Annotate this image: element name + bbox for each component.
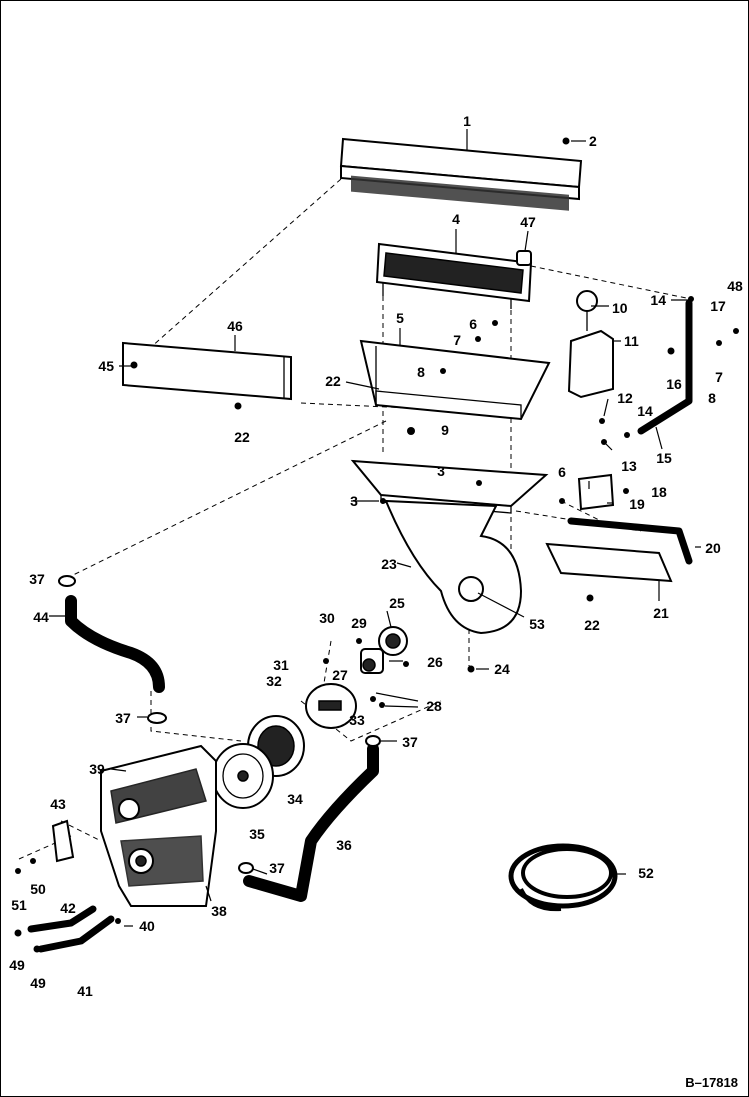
part-1-grille xyxy=(339,137,583,211)
callout-27: 27 xyxy=(332,667,348,683)
callout-30: 30 xyxy=(319,610,335,626)
hose-44 xyxy=(65,595,165,693)
callout-19: 19 xyxy=(629,496,645,512)
callout-14b: 14 xyxy=(637,403,653,419)
part-11-reservoir xyxy=(567,290,614,399)
part-23-blower-housing xyxy=(384,499,523,635)
callout-7: 7 xyxy=(453,332,461,348)
hose-36 xyxy=(243,743,379,902)
part-43-bracket xyxy=(51,819,75,863)
callout-37b: 37 xyxy=(115,710,131,726)
part-25-motor xyxy=(360,626,408,674)
callout-20: 20 xyxy=(705,540,721,556)
part-46-panel xyxy=(122,341,292,401)
part-52-hose-coil xyxy=(508,843,618,912)
callout-13: 13 xyxy=(621,458,637,474)
part-35-fan-wheel xyxy=(212,743,274,809)
callout-16: 16 xyxy=(666,376,682,392)
callout-38: 38 xyxy=(211,903,227,919)
callout-5: 5 xyxy=(396,310,404,326)
callout-36: 36 xyxy=(336,837,352,853)
callout-14: 14 xyxy=(650,292,666,308)
callout-45: 45 xyxy=(98,358,114,374)
callout-25: 25 xyxy=(389,595,405,611)
callout-37: 37 xyxy=(29,571,45,587)
leader-lines xyxy=(49,129,701,927)
callout-53: 53 xyxy=(529,616,545,632)
callout-32: 32 xyxy=(266,673,282,689)
part-38-engine xyxy=(100,744,217,907)
callout-29: 29 xyxy=(351,615,367,631)
callouts: 1 2 4 47 48 14 17 10 46 5 6 7 11 7 45 8 … xyxy=(9,113,743,999)
callout-7b: 7 xyxy=(715,369,723,385)
callout-28: 28 xyxy=(426,698,442,714)
hose-42 xyxy=(27,905,97,933)
callout-37c: 37 xyxy=(402,734,418,750)
callout-10: 10 xyxy=(612,300,628,316)
drawing-reference: B–17818 xyxy=(685,1075,738,1090)
hardware-fasteners xyxy=(14,137,739,953)
callout-47: 47 xyxy=(520,214,536,230)
callout-6: 6 xyxy=(469,316,477,332)
part-21-plate xyxy=(545,542,673,583)
callout-11: 11 xyxy=(624,333,639,349)
callout-17: 17 xyxy=(710,298,726,314)
callout-40: 40 xyxy=(139,918,155,934)
callout-4: 4 xyxy=(452,211,460,227)
callout-22b: 22 xyxy=(234,429,250,445)
hose-41 xyxy=(37,915,115,953)
callout-33: 33 xyxy=(349,712,365,728)
callout-21: 21 xyxy=(653,605,669,621)
callout-22: 22 xyxy=(325,373,341,389)
callout-8: 8 xyxy=(417,364,425,380)
part-33-mount-plate xyxy=(305,683,357,729)
callout-52: 52 xyxy=(638,865,654,881)
callout-49: 49 xyxy=(9,957,25,973)
callout-41: 41 xyxy=(77,983,93,999)
o-rings-37 xyxy=(58,575,381,874)
callout-2: 2 xyxy=(589,133,597,149)
callout-1: 1 xyxy=(463,113,471,129)
callout-43: 43 xyxy=(50,796,66,812)
callout-34: 34 xyxy=(287,791,303,807)
part-5-upper-housing xyxy=(359,339,551,421)
callout-23: 23 xyxy=(381,556,397,572)
part-19-bracket xyxy=(577,473,615,511)
callout-35: 35 xyxy=(249,826,265,842)
callout-39: 39 xyxy=(89,761,105,777)
callout-6b: 6 xyxy=(558,464,566,480)
callout-26: 26 xyxy=(427,654,443,670)
callout-49b: 49 xyxy=(30,975,46,991)
callout-42: 42 xyxy=(60,900,76,916)
callout-46: 46 xyxy=(227,318,243,334)
callout-18: 18 xyxy=(651,484,667,500)
callout-8b: 8 xyxy=(708,390,716,406)
callout-44: 44 xyxy=(33,609,49,625)
callout-3b: 3 xyxy=(350,493,358,509)
hose-15 xyxy=(637,299,693,435)
hose-20 xyxy=(567,517,693,565)
assembly-guide-lines xyxy=(18,178,692,860)
callout-22c: 22 xyxy=(584,617,600,633)
callout-37d: 37 xyxy=(269,860,285,876)
callout-48: 48 xyxy=(727,278,743,294)
callout-51: 51 xyxy=(11,897,27,913)
callout-12: 12 xyxy=(617,390,633,406)
callout-50: 50 xyxy=(30,881,46,897)
callout-24: 24 xyxy=(494,661,510,677)
callout-15: 15 xyxy=(656,450,672,466)
part-4-heater-core xyxy=(375,242,533,309)
callout-3: 3 xyxy=(437,463,445,479)
callout-9: 9 xyxy=(441,422,449,438)
callout-31: 31 xyxy=(273,657,289,673)
